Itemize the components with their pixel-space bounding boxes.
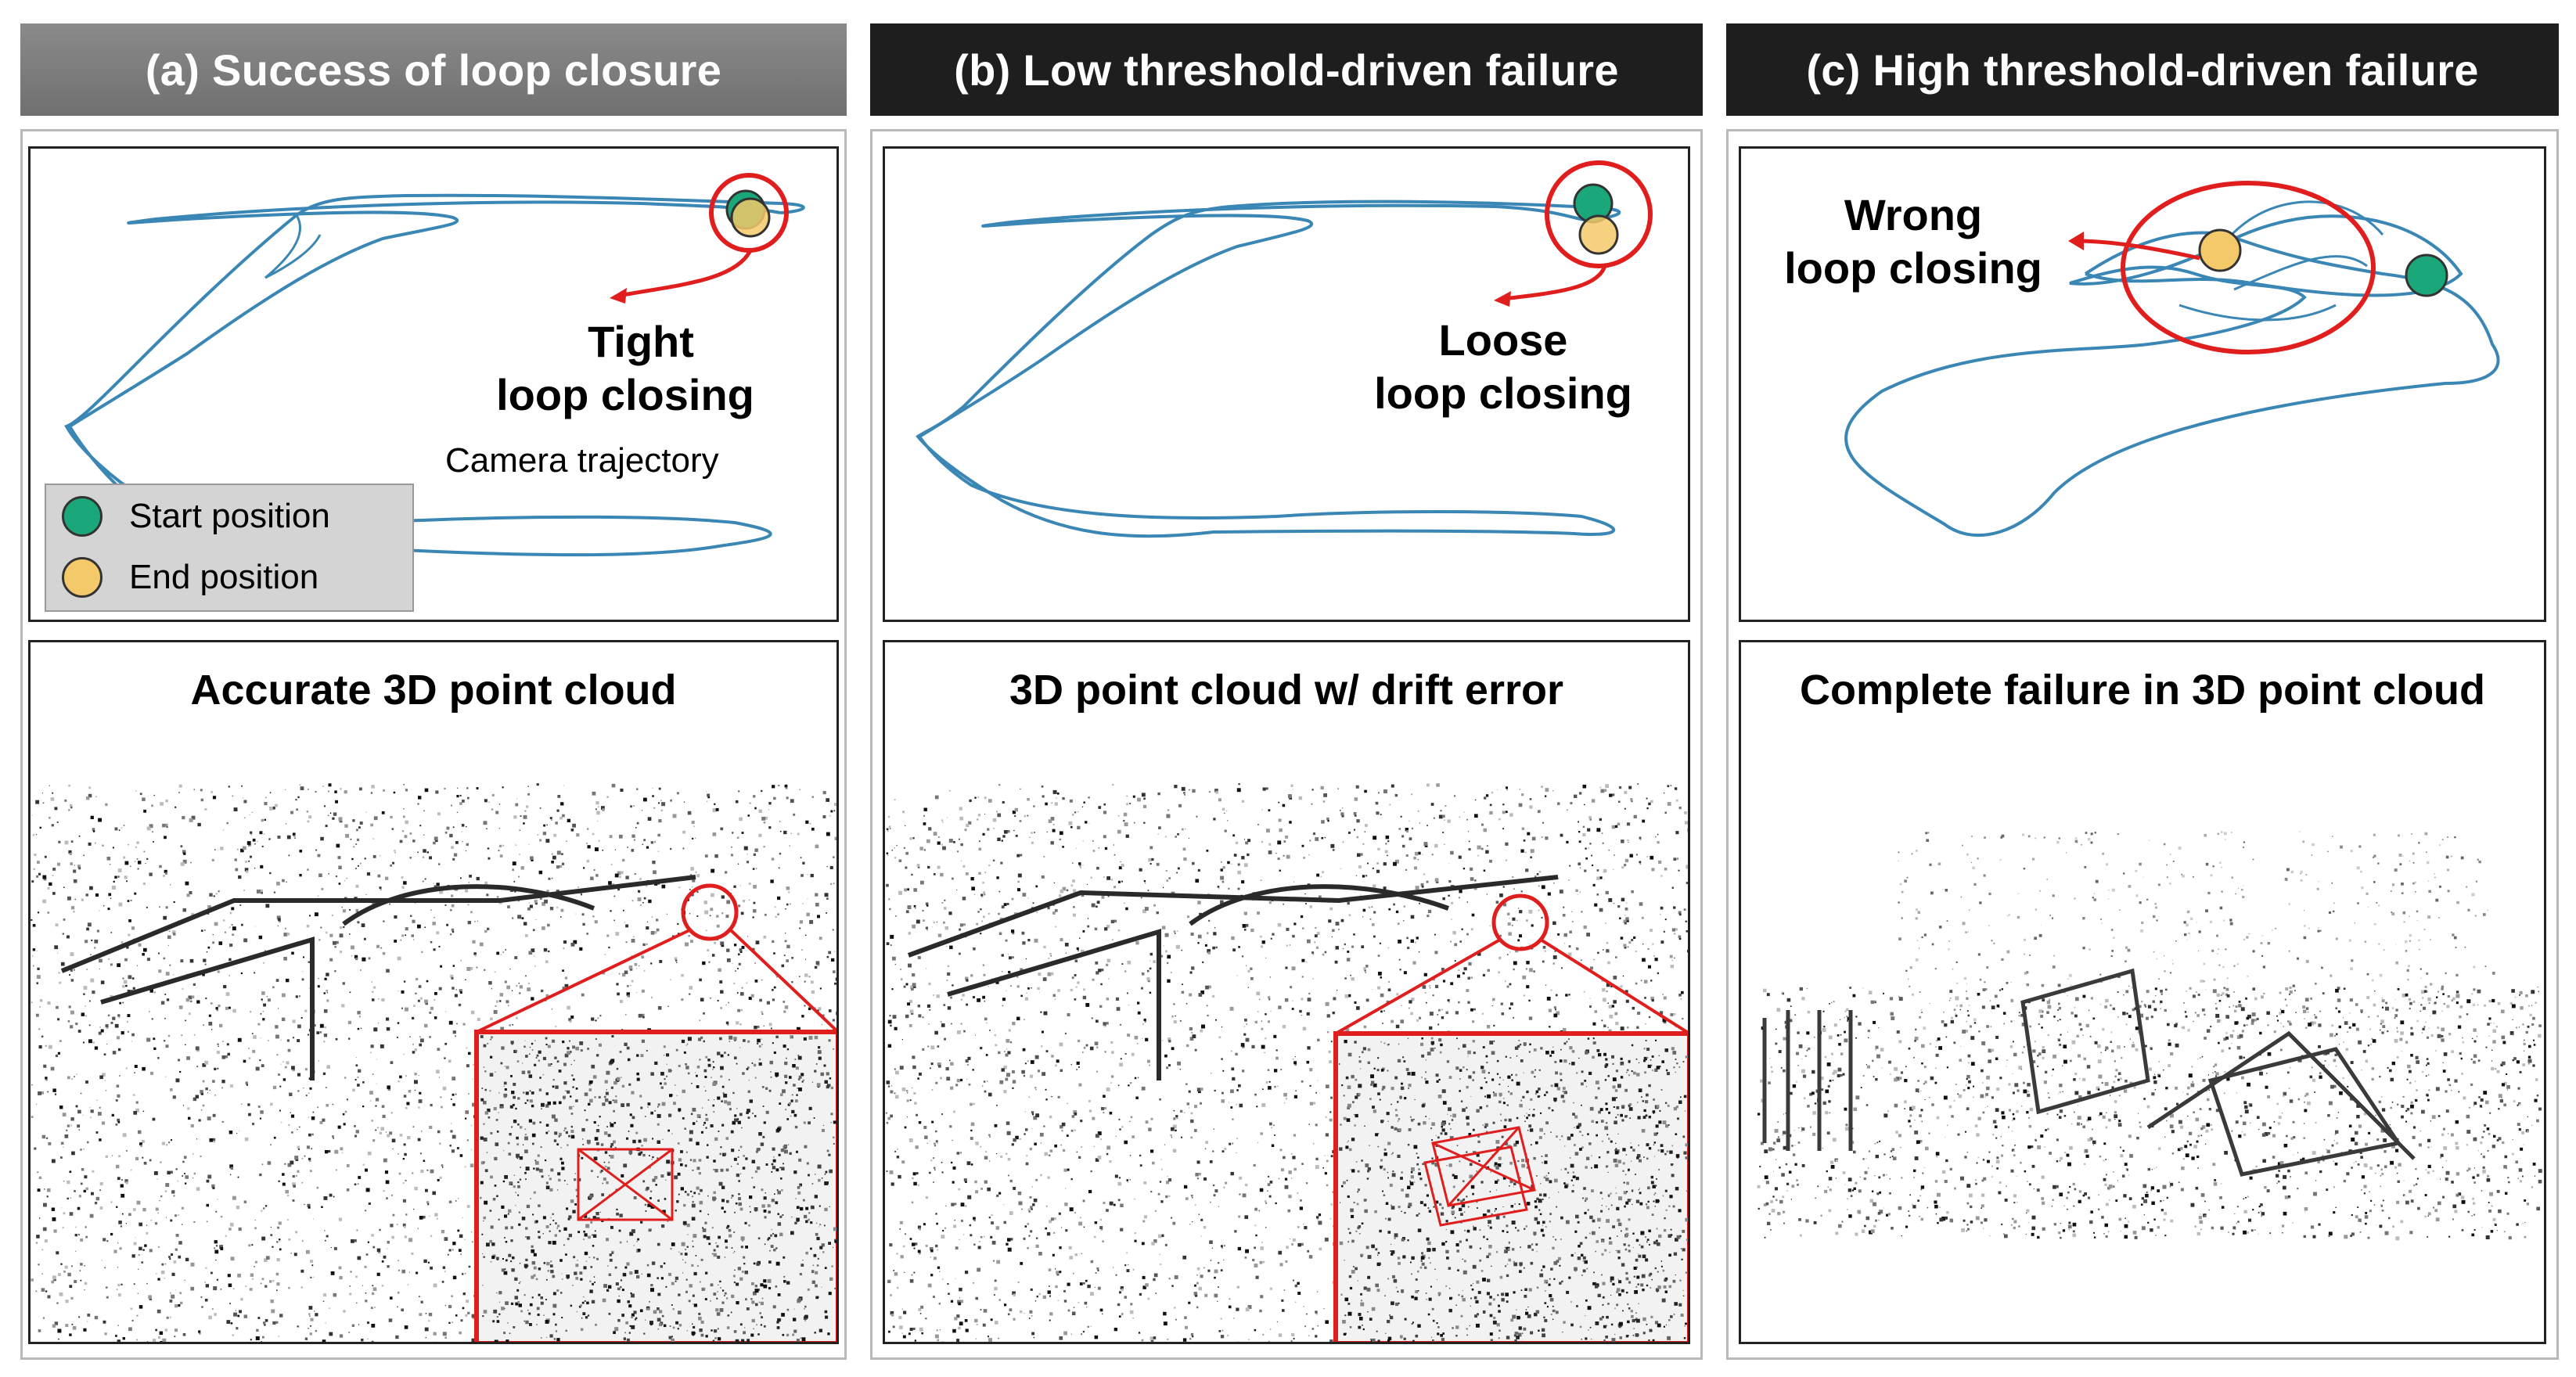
start-dot-icon [62,496,103,537]
end-marker [1578,214,1619,255]
trajectory-jitter [264,214,322,279]
camera-trajectory-path [64,193,805,557]
pointer-arrowhead [610,288,627,304]
panel-a-trajectory-plot: Tight loop closing Camera trajectory Sta… [28,146,839,622]
panel-c-cloud-title: Complete failure in 3D point cloud [1799,667,2486,714]
panel-a-header: (a) Success of loop closure [20,23,847,116]
stair-railing [907,875,1559,1080]
panel-c-trajectory-svg [1844,181,2500,537]
zoom-inset-points [1339,1037,1688,1342]
camera-trajectory-path [1844,214,2500,537]
zoom-guide-line-right [1539,938,1688,1035]
zoom-guide-line-left [1335,938,1501,1035]
panel-c-cloud-svg [1757,831,2542,1241]
end-marker [2198,228,2242,272]
panel-c: (c) High threshold-driven failure Wrong … [1726,0,2559,1377]
legend-end-row: End position [62,557,318,598]
panel-a-point-cloud: Accurate 3D point cloud [28,640,839,1344]
panel-c-point-cloud: Complete failure in 3D point cloud [1739,640,2546,1344]
panel-a-trajectory-svg [64,173,805,557]
end-marker [730,197,771,238]
end-dot-icon [62,557,103,598]
panel-c-header: (c) High threshold-driven failure [1726,23,2559,116]
panel-b-header: (b) Low threshold-driven failure [870,23,1703,116]
collapsed-structure [1762,968,2416,1177]
point-cloud-scattered [1757,831,2542,1241]
zoom-inset [1333,1031,1688,1342]
pointer-arrowhead [2068,232,2084,250]
panel-b-trajectory-svg [916,160,1653,538]
stair-railing [60,875,696,1080]
legend-end-label: End position [129,558,319,596]
zoom-inset-points [480,1035,836,1342]
loop-highlight-circle [1545,160,1653,268]
loose-label: Loose [1438,315,1568,365]
panel-b-point-cloud: 3D point cloud w/ drift error [883,640,1690,1344]
pointer-arrow [618,249,753,298]
panel-c-trajectory-plot: Wrong loop closing [1739,146,2546,622]
loop-closing-label: loop closing [1374,369,1632,418]
zoom-guide-line-left [476,929,690,1034]
loop-highlight-ellipse [2121,181,2376,354]
panel-b: (b) Low threshold-driven failure Loose l… [870,0,1703,1377]
tight-label: Tight [588,317,694,366]
zoom-guide-line-right [729,929,836,1033]
camera-frustum-icon [1423,1126,1536,1227]
pointer-arrow [1502,264,1607,301]
legend-start-label: Start position [129,497,330,535]
start-marker [2405,253,2448,297]
panel-a: (a) Success of loop closure Tight loop c… [20,0,847,1377]
panel-a-cloud-title: Accurate 3D point cloud [190,667,677,714]
loop-closing-label: loop closing [1784,243,2042,293]
zoom-inset [474,1030,836,1342]
pointer-arrow [2077,239,2200,261]
panel-a-cloud-svg [31,783,836,1342]
legend-start-row: Start position [62,496,330,537]
pointer-arrowhead [1494,291,1511,307]
panel-b-trajectory-plot: Loose loop closing [883,146,1690,622]
panel-b-cloud-svg [885,783,1688,1342]
wrong-label: Wrong [1844,190,1983,239]
loop-closing-label: loop closing [496,370,754,419]
panel-b-cloud-title: 3D point cloud w/ drift error [1009,667,1563,714]
camera-frustum-icon [577,1148,674,1221]
camera-trajectory-label: Camera trajectory [445,441,719,480]
zoom-source-circle [1491,893,1549,951]
zoom-source-circle [681,883,739,941]
camera-trajectory-path [916,200,1621,538]
legend: Start position End position [45,484,414,612]
